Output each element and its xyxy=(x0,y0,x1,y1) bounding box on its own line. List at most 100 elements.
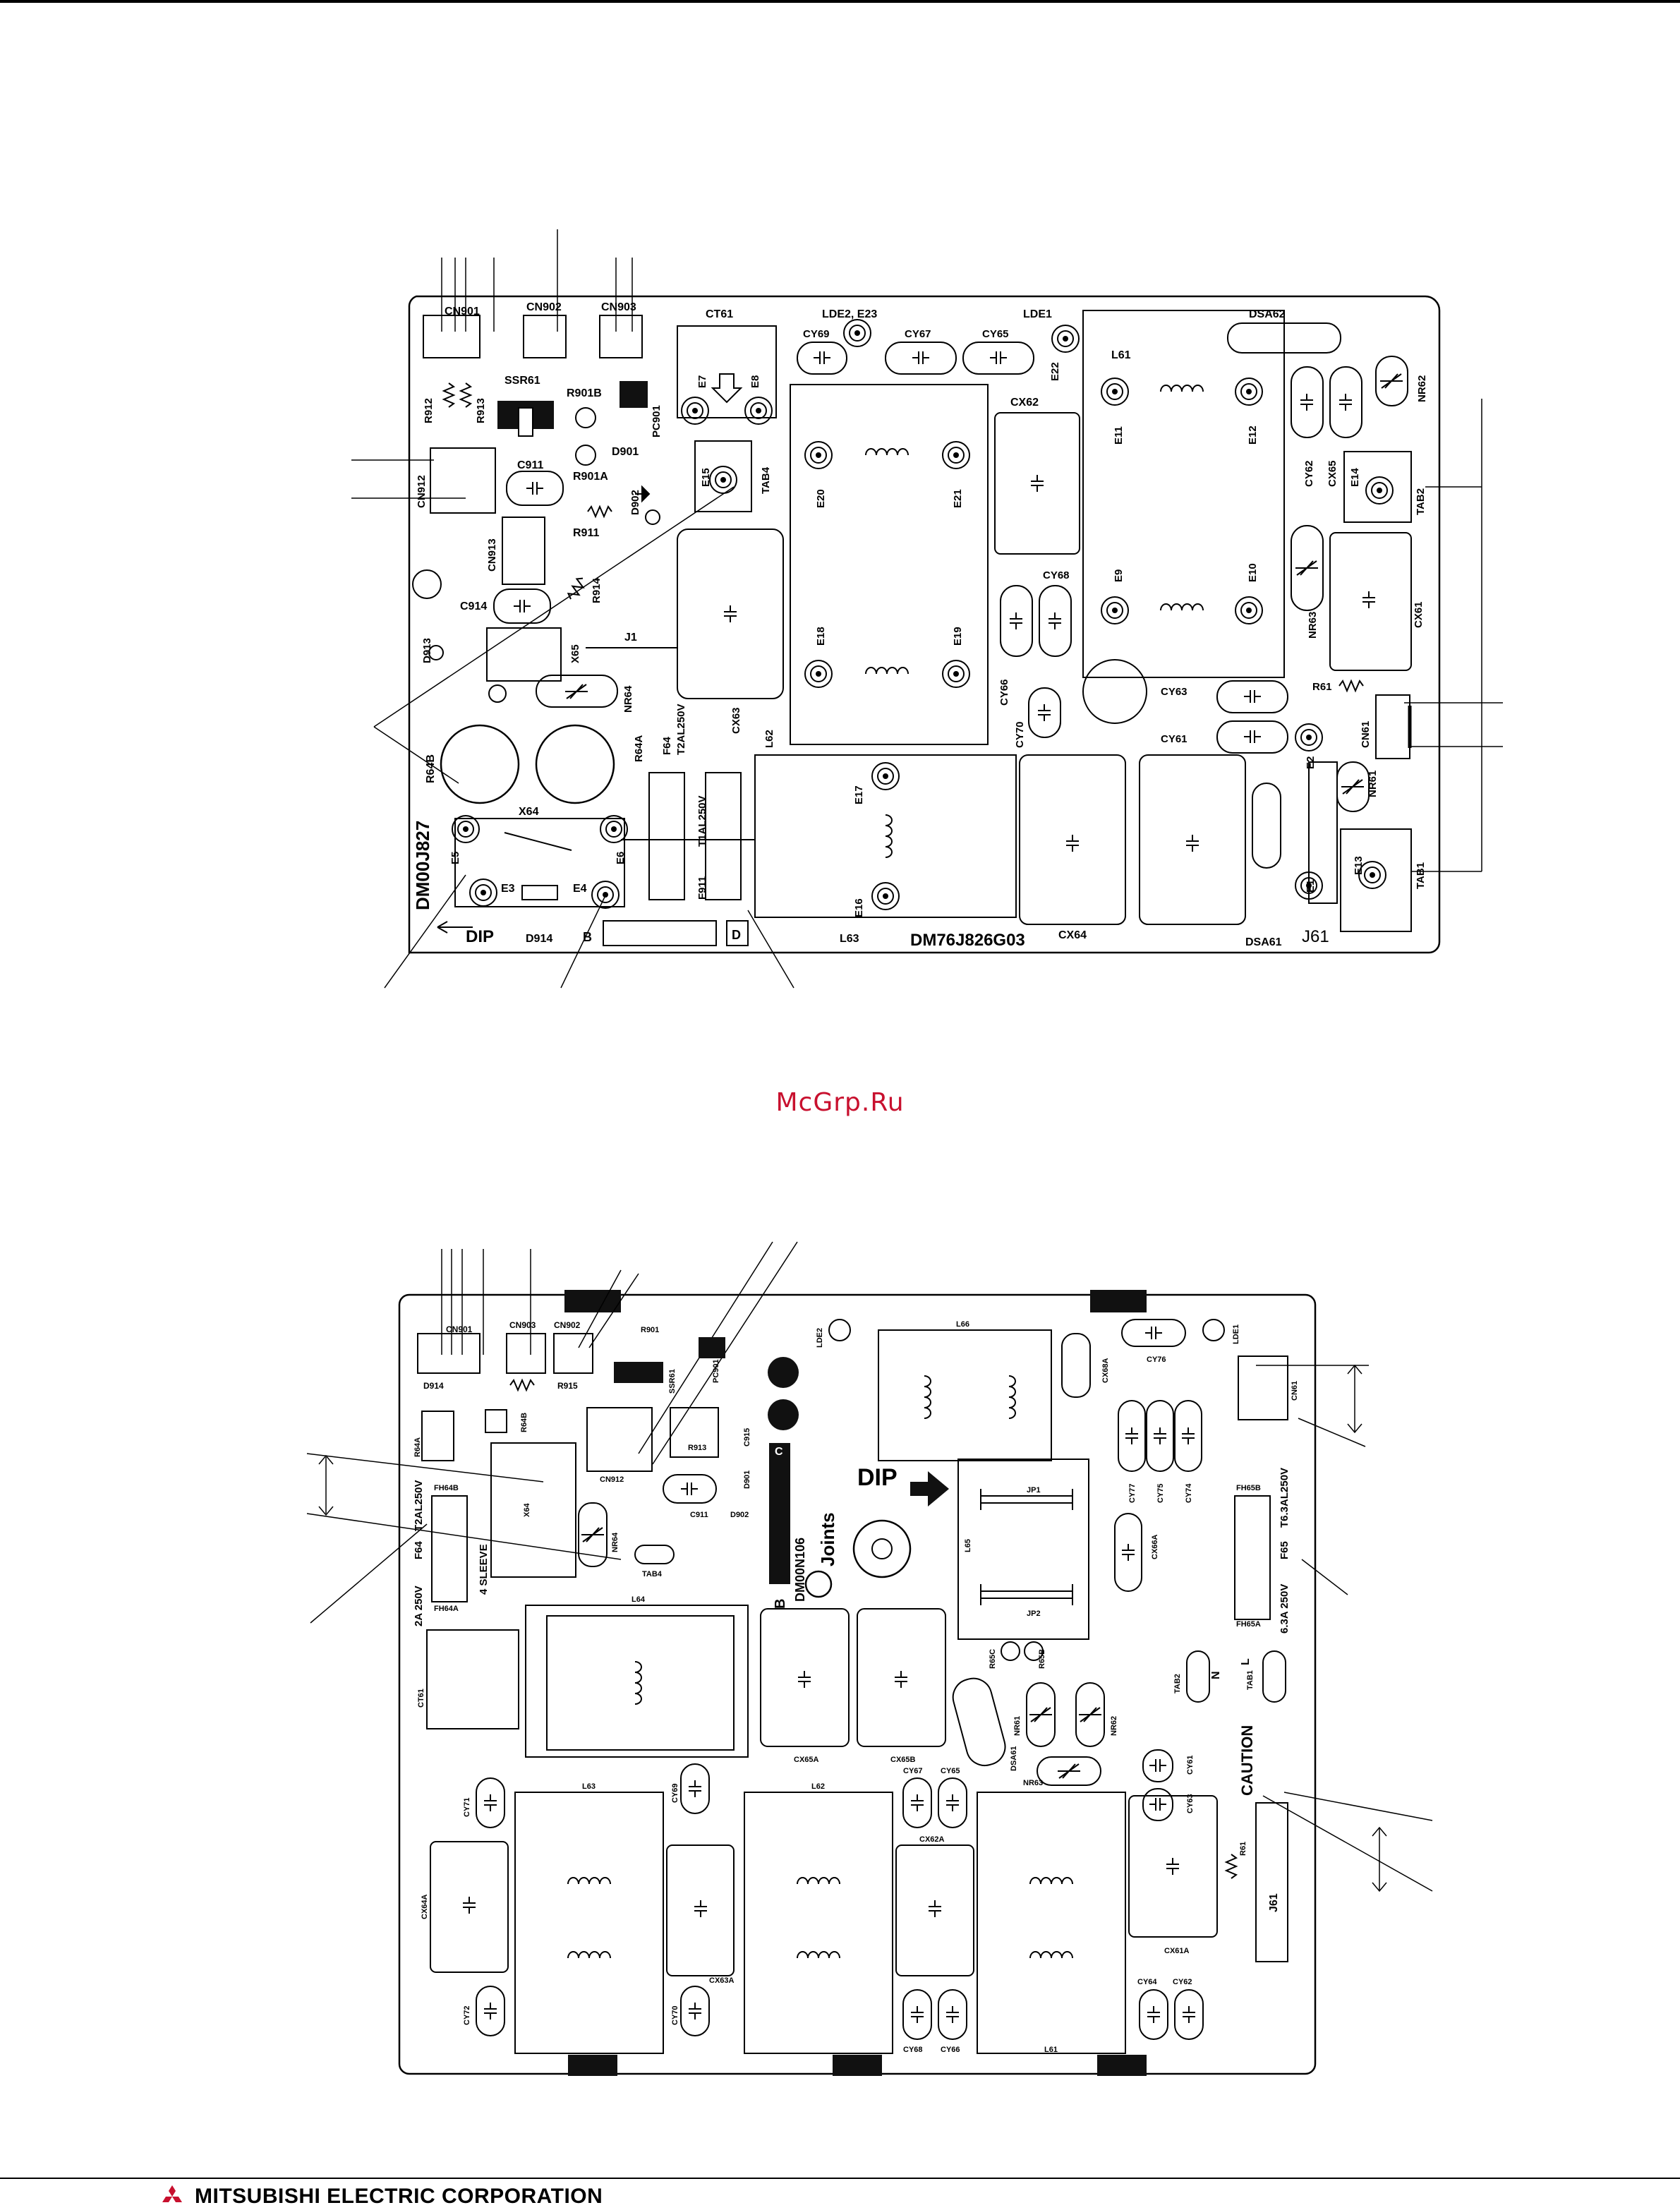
b2-d914-label: D914 xyxy=(423,1381,444,1391)
b2-fh65a-label: FH65A xyxy=(1236,1620,1261,1629)
b2-mark-b: B xyxy=(773,1599,788,1609)
b2-lde2-label: LDE2 xyxy=(816,1328,824,1348)
b1-d913-label: D913 xyxy=(421,638,433,663)
b1-e19-label: E19 xyxy=(952,627,964,646)
b2-cn903-label: CN903 xyxy=(509,1320,536,1330)
b2-r64a-label: R64A xyxy=(413,1437,422,1457)
b1-c914-label: C914 xyxy=(460,600,487,612)
b2-dip-label: DIP xyxy=(857,1464,898,1491)
company-name: MITSUBISHI ELECTRIC CORPORATION xyxy=(195,2185,603,2208)
b1-cy70-label: CY70 xyxy=(1014,721,1026,748)
b2-cy69-label: CY69 xyxy=(671,1783,679,1803)
b2-lde1-label: LDE1 xyxy=(1232,1324,1240,1344)
b1-e4-label: E4 xyxy=(573,883,587,895)
b1-cx62-label: CX62 xyxy=(1010,397,1039,409)
b1-e21-label: E21 xyxy=(952,489,964,508)
b1-f911-rating: T1AL250V xyxy=(696,795,708,847)
b2-cx62a-label: CX62A xyxy=(919,1835,945,1844)
b1-cy65-label: CY65 xyxy=(982,328,1009,340)
b2-fh64a-label: FH64A xyxy=(434,1605,459,1613)
b2-fh64b-label: FH64B xyxy=(434,1484,459,1492)
b2-tab1-label: TAB1 xyxy=(1246,1670,1255,1690)
b1-cx61-label: CX61 xyxy=(1413,601,1425,628)
b1-c911-label: C911 xyxy=(517,459,543,471)
b1-nr64-label: NR64 xyxy=(622,685,634,713)
b1-e7-label: E7 xyxy=(696,375,708,388)
b1-e10-label: E10 xyxy=(1247,563,1259,582)
b1-tab1-label: TAB1 xyxy=(1415,862,1427,889)
b1-r911-label: R911 xyxy=(573,527,599,539)
b1-x65-label: X65 xyxy=(569,644,581,663)
b1-ct61-label: CT61 xyxy=(706,308,733,320)
b1-e1-label: E1 xyxy=(1305,880,1317,893)
b1-cx65-label: CX64 xyxy=(1058,929,1087,941)
b1-e18-label: E18 xyxy=(815,627,827,646)
b1-d902-label: D902 xyxy=(629,490,641,515)
b1-e16-label: E16 xyxy=(853,898,865,917)
b2-cx61a-label: CX61A xyxy=(1164,1947,1190,1955)
b2-nr64-label: NR64 xyxy=(611,1532,620,1552)
b2-sleeve-label: 4 SLEEVE xyxy=(478,1544,490,1595)
b2-cy72-label: CY72 xyxy=(463,2005,471,2025)
b2-board-code: DM00N106 xyxy=(793,1538,807,1602)
b2-tab1-l: L xyxy=(1240,1658,1252,1665)
b1-l61-label: L61 xyxy=(1111,349,1131,361)
b1-r913-label: R913 xyxy=(475,398,487,423)
b1-x64-label: X64 xyxy=(519,806,539,818)
b1-cy67-label: CY67 xyxy=(905,328,931,340)
b2-r65b-label: R65B xyxy=(1038,1649,1046,1669)
b1-mark-d: D xyxy=(732,928,741,942)
b2-f64-rating: 2A 250V xyxy=(413,1586,425,1626)
b2-cy65-label: CY65 xyxy=(941,1767,960,1775)
b2-x64-label: X64 xyxy=(523,1503,531,1517)
b1-e11-label: E11 xyxy=(1113,426,1125,445)
b2-cx63a-label: CX63A xyxy=(709,1976,735,1985)
b2-c915-label: C915 xyxy=(743,1428,751,1447)
b1-r64a-label: R64A xyxy=(633,735,645,762)
b2-cy67-label: CY67 xyxy=(903,1767,923,1775)
b2-r912-label: R915 xyxy=(557,1381,578,1391)
b2-cn901-label: CN901 xyxy=(446,1324,473,1334)
b2-l62-label: L62 xyxy=(811,1782,825,1791)
b1-e14-label: E14 xyxy=(1349,468,1361,487)
b2-f65-label: F65 xyxy=(1279,1541,1291,1559)
b1-e12-label: E12 xyxy=(1247,425,1259,445)
b1-lde2-label: LDE2, E23 xyxy=(822,308,877,320)
b2-caution-label: CAUTION xyxy=(1238,1725,1256,1796)
b2-nr62-label: NR62 xyxy=(1110,1716,1118,1736)
b2-c911-label: C911 xyxy=(690,1511,708,1519)
b2-cn61-label: CN61 xyxy=(1291,1381,1299,1401)
b2-cy75-label: CY75 xyxy=(1156,1483,1165,1503)
b1-r61-label: R61 xyxy=(1312,681,1332,693)
b2-l65-label: L65 xyxy=(964,1539,972,1552)
b1-cy68-label: CY68 xyxy=(1043,569,1070,581)
b2-cy64-label: CY64 xyxy=(1137,1978,1157,1986)
bottom-rule xyxy=(0,2178,1680,2179)
b1-cx63-label: CX63 xyxy=(730,707,742,734)
b2-cy74-label: CY74 xyxy=(1185,1483,1193,1503)
b1-f64-label: F64 xyxy=(661,736,673,755)
b1-e20-label: E20 xyxy=(815,489,827,508)
b2-cx64a-label: CX64A xyxy=(421,1894,429,1919)
b1-r901b-label: R901B xyxy=(567,387,602,399)
b1-r64b-label: R64B xyxy=(425,754,437,783)
b1-r901a-label: R901A xyxy=(573,471,608,483)
b2-cy77-label: CY77 xyxy=(1128,1483,1137,1503)
b2-cx66a-label: CX66A xyxy=(1151,1534,1159,1559)
b1-ssr61-label: SSR61 xyxy=(504,375,540,387)
b1-r912-label: R912 xyxy=(423,398,435,423)
b1-cy64-label: CY63 xyxy=(1161,686,1188,698)
b1-e3-label: E3 xyxy=(501,883,515,895)
b1-f64-rating: T2AL250V xyxy=(675,704,687,755)
b1-e6-label: E6 xyxy=(615,852,627,864)
b1-board-code: DM76J826G03 xyxy=(910,931,1025,950)
b1-nr61-label: NR61 xyxy=(1367,771,1379,797)
b2-cx65b-label: CX65B xyxy=(890,1756,916,1764)
b2-l66-label: L66 xyxy=(956,1320,969,1329)
b1-lde1-label: LDE1 xyxy=(1023,308,1052,320)
b1-cy69-label: CY69 xyxy=(803,328,830,340)
b2-d902-label: D902 xyxy=(730,1511,749,1519)
b1-sub-board-code: DM00J827 xyxy=(412,821,433,910)
b2-f65-rating-text: T6.3AL250V xyxy=(1279,1468,1291,1528)
b1-f911-label: F911 xyxy=(696,876,708,900)
